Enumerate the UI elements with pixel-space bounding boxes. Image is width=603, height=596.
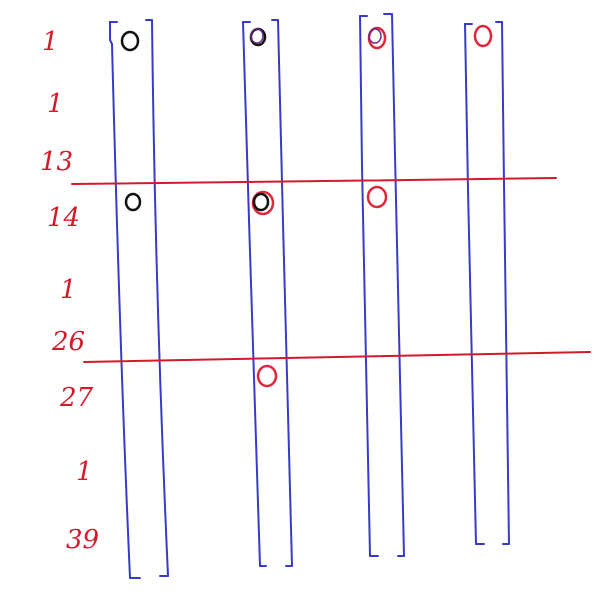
marker-col4-row1-red	[473, 24, 493, 48]
marker-col3-row14-red	[366, 185, 388, 209]
row-label-39: 39	[66, 525, 99, 555]
column-2-outline	[242, 19, 293, 567]
row-labels: 1 1 13 14 1 26 27 1 39	[40, 27, 99, 555]
row-label-13: 13	[40, 147, 73, 177]
row-label-1: 1	[42, 27, 59, 57]
row-label-26: 26	[51, 327, 85, 357]
row-label-8: 1	[76, 457, 93, 487]
marker-col1-row14-black	[124, 192, 142, 212]
markers	[120, 24, 493, 388]
marker-col2-row27-red	[256, 364, 278, 388]
divider-bottom	[83, 351, 591, 363]
divider-top	[71, 177, 557, 185]
marker-col2-row14-black	[252, 192, 270, 212]
row-label-5: 1	[60, 275, 77, 305]
marker-col1-row1-black	[120, 30, 140, 52]
column-4-outline	[464, 21, 510, 545]
row-label-14: 14	[47, 203, 80, 233]
marker-col2-row1-purple	[250, 28, 264, 44]
dividers	[71, 177, 591, 363]
row-label-2: 1	[47, 89, 64, 119]
row-label-27: 27	[59, 383, 94, 413]
column-1-outline	[109, 19, 169, 579]
column-3-outline	[359, 13, 405, 557]
marker-col3-row1-purple	[368, 28, 382, 44]
